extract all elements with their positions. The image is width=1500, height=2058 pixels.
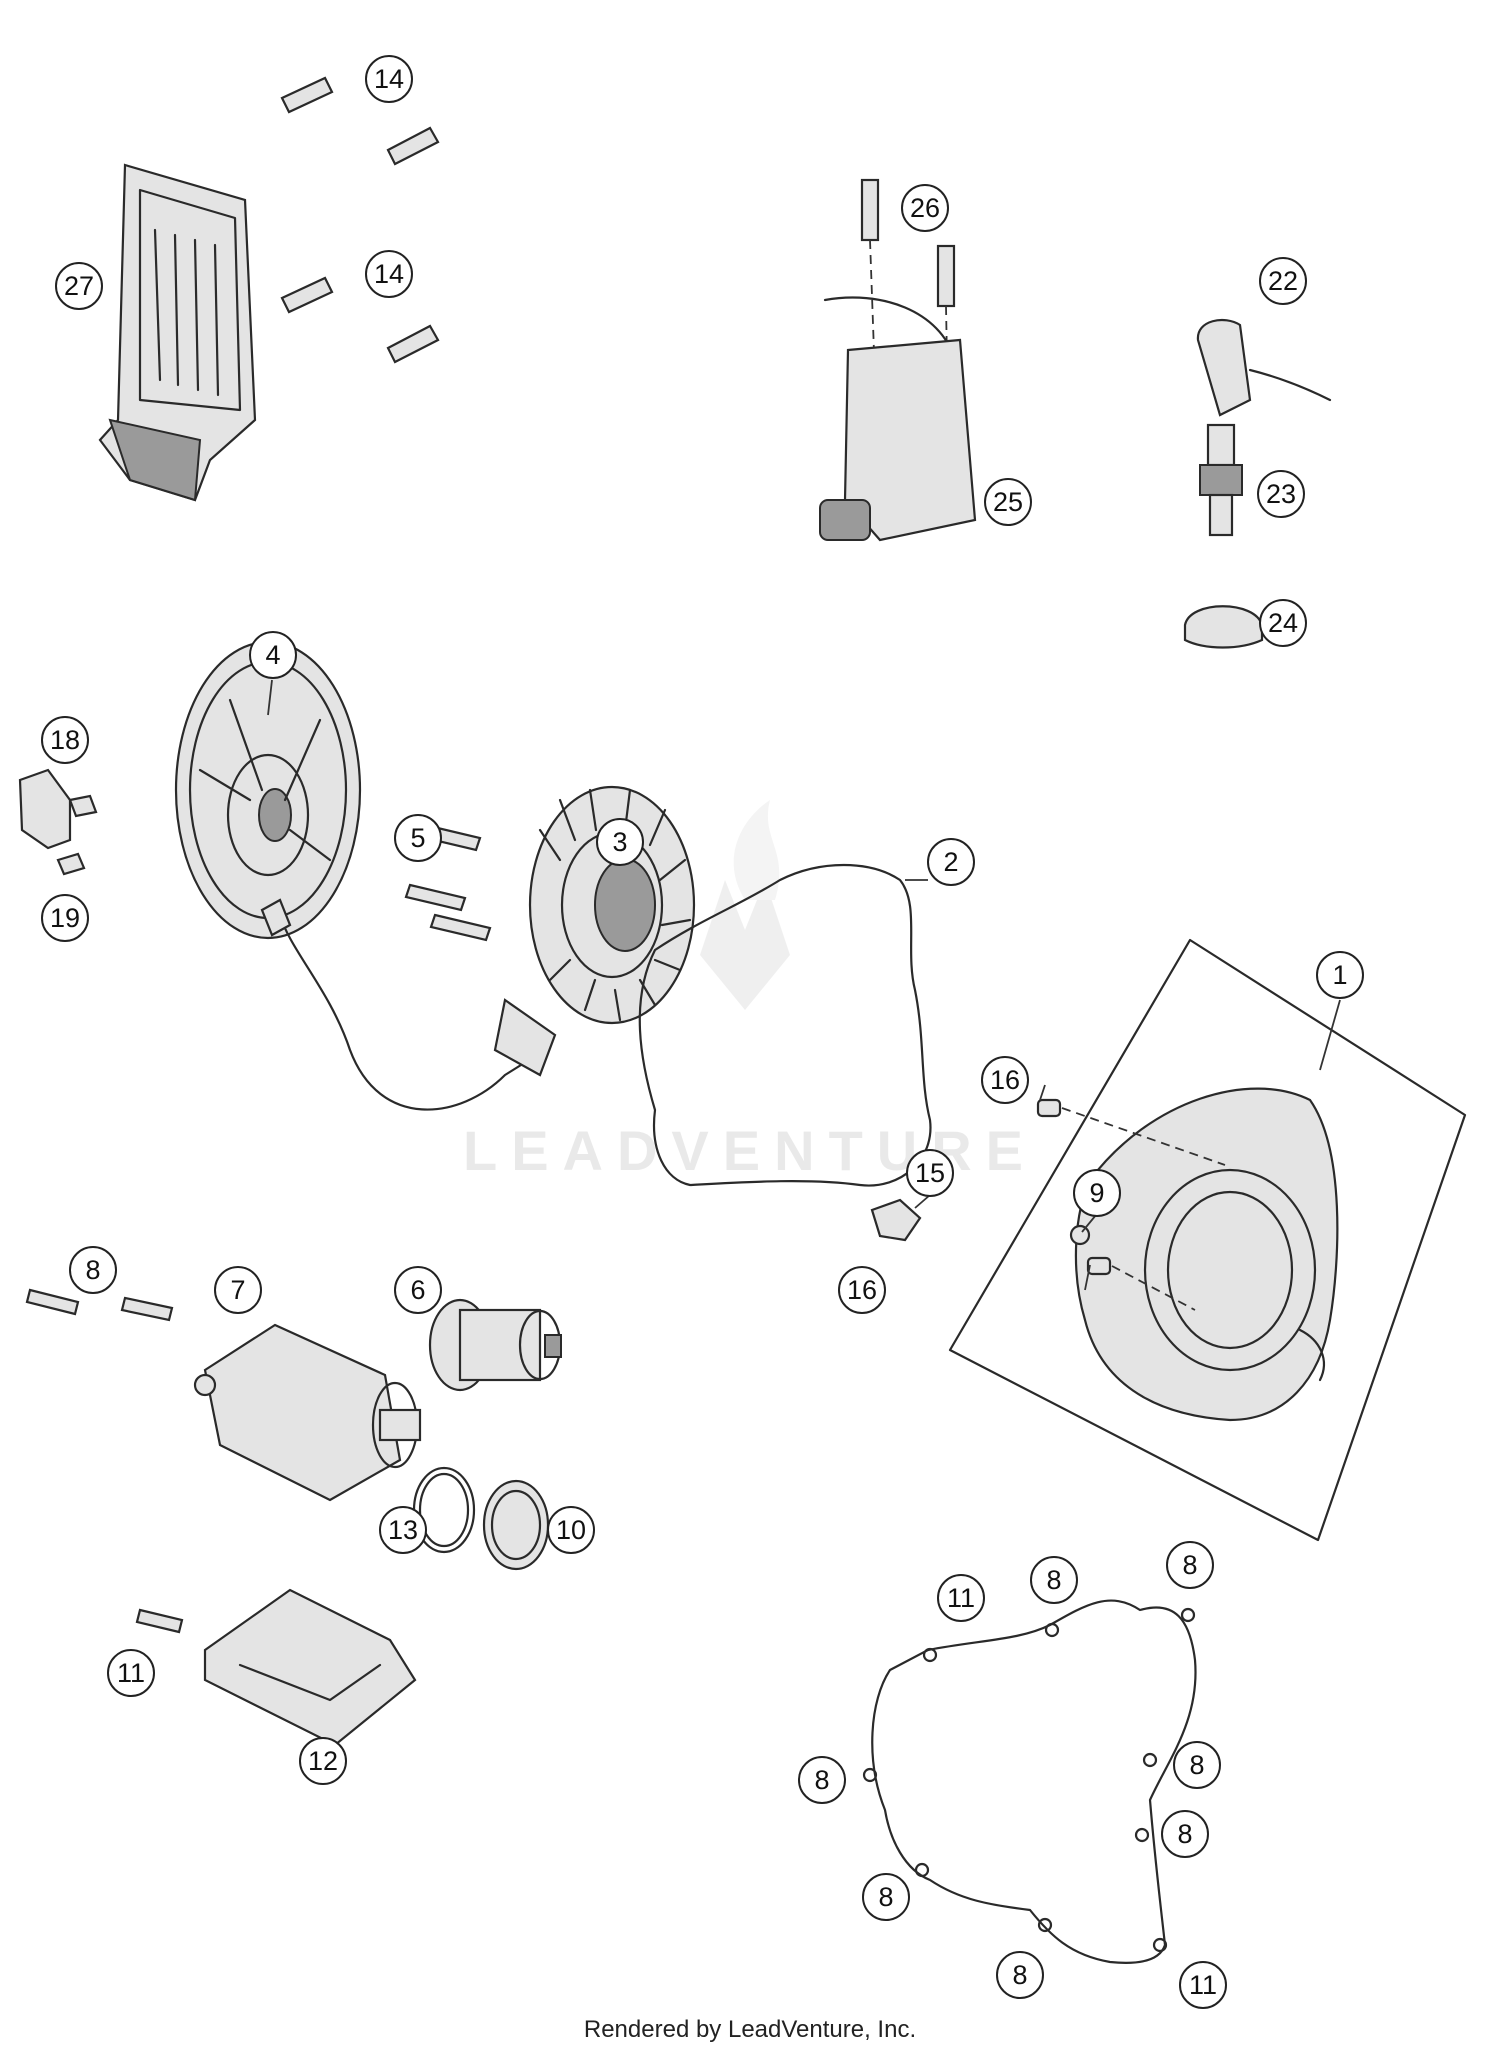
svg-text:12: 12 — [308, 1746, 338, 1776]
callout-26: 26 — [901, 184, 949, 232]
callout-3: 3 — [596, 818, 644, 866]
footer-credit: Rendered by LeadVenture, Inc. — [583, 2016, 917, 2043]
part-6-starter-drive — [428, 1298, 562, 1392]
svg-text:11: 11 — [947, 1583, 975, 1613]
svg-text:25: 25 — [993, 487, 1023, 517]
callout-11: 11 — [937, 1574, 985, 1622]
svg-text:8: 8 — [878, 1882, 893, 1912]
svg-text:8: 8 — [1046, 1565, 1061, 1595]
part-1-ignition-cover-assembly — [948, 938, 1467, 1542]
svg-text:8: 8 — [1182, 1550, 1197, 1580]
svg-text:16: 16 — [990, 1065, 1020, 1095]
callout-19: 19 — [41, 894, 89, 942]
svg-text:16: 16 — [847, 1275, 877, 1305]
svg-text:13: 13 — [388, 1515, 418, 1545]
part-24-seal-ring — [1183, 605, 1264, 649]
svg-text:24: 24 — [1268, 608, 1298, 638]
svg-text:8: 8 — [1012, 1960, 1027, 1990]
svg-text:14: 14 — [374, 259, 404, 289]
callout-5: 5 — [394, 814, 442, 862]
part-19-screw — [56, 852, 86, 876]
svg-text:11: 11 — [117, 1658, 145, 1688]
callout-15: 15 — [906, 1149, 954, 1197]
part-10-bushing — [482, 1479, 550, 1571]
part-4-flywheel — [174, 640, 362, 940]
svg-text:19: 19 — [50, 903, 80, 933]
callout-23: 23 — [1257, 470, 1305, 518]
callout-11: 11 — [107, 1649, 155, 1697]
callout-18: 18 — [41, 716, 89, 764]
svg-text:8: 8 — [85, 1255, 100, 1285]
svg-text:6: 6 — [410, 1275, 425, 1305]
callout-11: 11 — [1179, 1961, 1227, 2009]
callout-1: 1 — [1316, 951, 1364, 999]
callout-8: 8 — [1166, 1541, 1214, 1589]
leader-lines — [267, 679, 1341, 1291]
part-25-26-ignition-coil — [819, 178, 977, 542]
callout-8: 8 — [798, 1756, 846, 1804]
svg-text:22: 22 — [1268, 266, 1298, 296]
svg-text:8: 8 — [814, 1765, 829, 1795]
part-27-control-unit — [98, 163, 257, 502]
svg-text:14: 14 — [374, 64, 404, 94]
part-11-bolt — [135, 1608, 184, 1634]
svg-text:26: 26 — [910, 193, 940, 223]
callout-8: 8 — [1173, 1741, 1221, 1789]
callout-4: 4 — [249, 631, 297, 679]
callout-22: 22 — [1259, 257, 1307, 305]
part-8-bolts-upper — [25, 1288, 174, 1322]
part-23-spark-plug — [1199, 423, 1243, 537]
part-12-guard — [203, 1588, 417, 1747]
callout-14: 14 — [365, 250, 413, 298]
svg-text:9: 9 — [1089, 1178, 1104, 1208]
callout-2: 2 — [927, 838, 975, 886]
svg-text:23: 23 — [1266, 479, 1296, 509]
callout-27: 27 — [55, 262, 103, 310]
callout-16: 16 — [838, 1266, 886, 1314]
cover-gasket — [862, 1599, 1197, 1964]
callout-8: 8 — [69, 1246, 117, 1294]
callout-6: 6 — [394, 1266, 442, 1314]
part-14-bolts — [280, 76, 440, 364]
part-3-stator — [260, 785, 696, 1111]
callout-7: 7 — [214, 1266, 262, 1314]
svg-text:1: 1 — [1332, 960, 1347, 990]
svg-text:4: 4 — [265, 640, 280, 670]
callout-25: 25 — [984, 478, 1032, 526]
svg-text:18: 18 — [50, 725, 80, 755]
svg-text:5: 5 — [410, 823, 425, 853]
callout-8: 8 — [1030, 1556, 1078, 1604]
svg-text:3: 3 — [612, 827, 627, 857]
callout-8: 8 — [1161, 1810, 1209, 1858]
part-7-starter-motor — [193, 1323, 422, 1502]
callout-9: 9 — [1073, 1169, 1121, 1217]
callout-12: 12 — [299, 1737, 347, 1785]
part-18-sensor — [18, 768, 98, 850]
svg-text:8: 8 — [1189, 1750, 1204, 1780]
callout-10: 10 — [547, 1506, 595, 1554]
svg-text:15: 15 — [915, 1158, 945, 1188]
callout-24: 24 — [1259, 599, 1307, 647]
part-2-gasket — [638, 863, 932, 1187]
svg-text:8: 8 — [1177, 1819, 1192, 1849]
svg-text:7: 7 — [230, 1275, 245, 1305]
callout-16: 16 — [981, 1056, 1029, 1104]
callout-14: 14 — [365, 55, 413, 103]
svg-text:10: 10 — [556, 1515, 586, 1545]
callout-13: 13 — [379, 1506, 427, 1554]
callout-8: 8 — [862, 1873, 910, 1921]
part-22-spark-plug-cap — [1196, 318, 1332, 417]
part-15-clip — [870, 1198, 922, 1242]
svg-text:11: 11 — [1189, 1970, 1217, 2000]
callout-8: 8 — [996, 1951, 1044, 1999]
svg-text:27: 27 — [64, 271, 94, 301]
svg-text:2: 2 — [943, 847, 958, 877]
